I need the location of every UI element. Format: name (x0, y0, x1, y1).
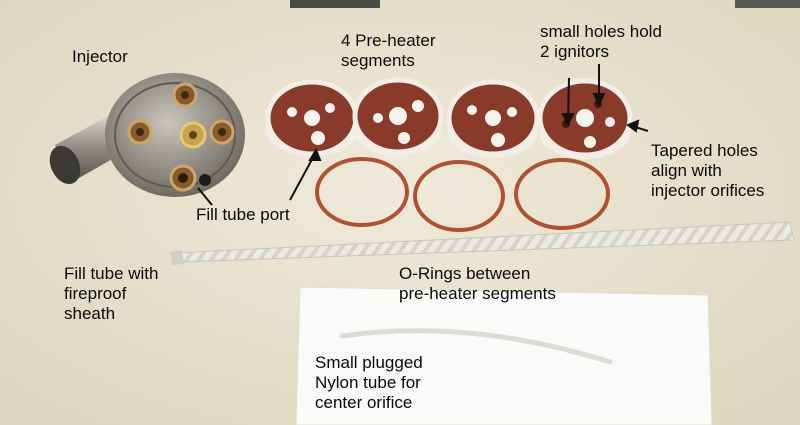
preheater-segment-3 (446, 79, 540, 158)
o-ring-2 (413, 160, 505, 232)
label-injector: Injector (72, 47, 128, 66)
nylon-tube (339, 328, 613, 365)
injector-fittings (127, 82, 235, 192)
top-edge-shadow-right (735, 0, 800, 8)
preheater-segment-4 (537, 78, 633, 159)
injector-plate (105, 73, 245, 197)
label-o-rings: O-Rings between pre-heater segments (399, 264, 556, 303)
o-rings (315, 157, 610, 232)
preheater-segment-2 (352, 77, 444, 156)
annotation-arrows (197, 64, 649, 206)
label-ignitor-holes: small holes hold 2 ignitors (540, 22, 662, 61)
injector-assembly (49, 73, 245, 197)
o-ring-3 (514, 158, 610, 230)
label-fill-tube-port: Fill tube port (196, 205, 290, 224)
top-edge-shadow (290, 0, 380, 8)
label-nylon-tube: Small plugged Nylon tube for center orif… (315, 353, 423, 412)
label-fill-tube: Fill tube with fireproof sheath (64, 264, 159, 323)
preheater-segments (265, 77, 633, 159)
paper-sheet (295, 286, 713, 425)
label-tapered-holes: Tapered holes align with injector orific… (651, 141, 765, 200)
preheater-segment-1 (265, 79, 359, 157)
label-preheater-segments: 4 Pre-heater segments (341, 31, 436, 70)
o-ring-1 (315, 157, 409, 227)
fill-tube (170, 221, 795, 265)
